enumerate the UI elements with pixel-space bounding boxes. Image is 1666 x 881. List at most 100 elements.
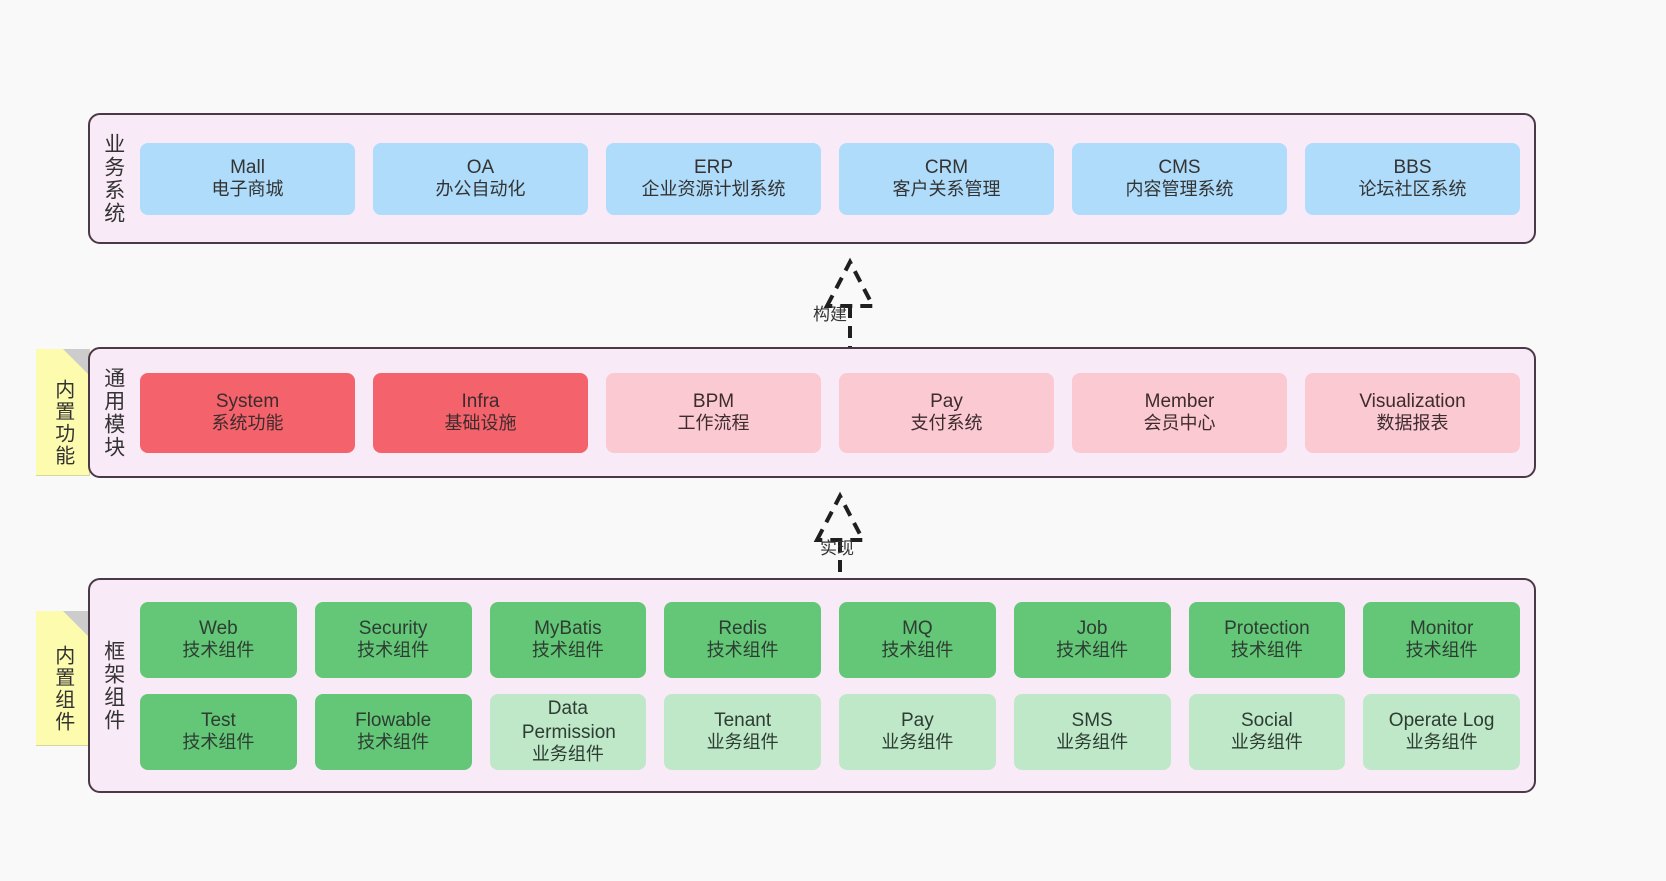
node-erp[interactable]: ERP 企业资源计划系统 bbox=[606, 142, 821, 215]
node-visualization[interactable]: Visualization 数据报表 bbox=[1305, 372, 1520, 453]
node-subtitle: 技术组件 bbox=[182, 640, 255, 661]
node-title: BPM bbox=[692, 390, 735, 412]
connector-build: 构建 bbox=[740, 244, 940, 354]
node-subtitle: 技术组件 bbox=[706, 640, 779, 661]
node-title: Mall bbox=[230, 156, 265, 178]
node-row: System 系统功能 Infra 基础设施 BPM 工作流程 Pay 支付系统… bbox=[140, 372, 1520, 453]
node-title: Security bbox=[358, 617, 428, 639]
node-pay-component[interactable]: Pay 业务组件 bbox=[839, 693, 996, 770]
note-fold-corner bbox=[63, 611, 89, 637]
node-subtitle: 业务组件 bbox=[1230, 732, 1303, 753]
node-subtitle: 技术组件 bbox=[357, 640, 430, 661]
node-mq[interactable]: MQ 技术组件 bbox=[839, 601, 996, 678]
node-social[interactable]: Social 业务组件 bbox=[1188, 693, 1346, 770]
node-monitor[interactable]: Monitor 技术组件 bbox=[1363, 601, 1520, 678]
node-subtitle: 业务组件 bbox=[1405, 732, 1478, 753]
node-title: Infra bbox=[461, 390, 500, 412]
node-subtitle: 论坛社区系统 bbox=[1358, 179, 1467, 200]
node-subtitle: 技术组件 bbox=[531, 640, 604, 661]
node-title: SMS bbox=[1071, 709, 1113, 731]
node-test[interactable]: Test 技术组件 bbox=[140, 693, 297, 770]
node-title: Visualization bbox=[1359, 390, 1466, 412]
node-subtitle: 技术组件 bbox=[357, 732, 430, 753]
node-row: Mall 电子商城 OA 办公自动化 ERP 企业资源计划系统 CRM 客户关系… bbox=[140, 142, 1520, 215]
layer-business-system: 业务系统 Mall 电子商城 OA 办公自动化 ERP 企业资源计划系统 CRM… bbox=[88, 113, 1536, 244]
note-text: 内置组件 bbox=[51, 645, 74, 733]
node-title: Tenant bbox=[714, 709, 772, 731]
layer-framework-component: 框架组件 Web 技术组件 Security 技术组件 MyBatis 技术组件… bbox=[88, 578, 1536, 793]
node-title: Flowable bbox=[355, 709, 432, 731]
node-oa[interactable]: OA 办公自动化 bbox=[373, 142, 588, 215]
note-fold-corner bbox=[63, 349, 89, 375]
node-title: Redis bbox=[718, 617, 767, 639]
node-title: Operate Log bbox=[1388, 709, 1495, 731]
node-subtitle: 客户关系管理 bbox=[892, 179, 1001, 200]
node-system[interactable]: System 系统功能 bbox=[140, 372, 355, 453]
node-operate-log[interactable]: Operate Log 业务组件 bbox=[1363, 693, 1520, 770]
node-job[interactable]: Job 技术组件 bbox=[1013, 601, 1171, 678]
node-title: Job bbox=[1076, 617, 1108, 639]
connector-implement: 实现 bbox=[755, 478, 955, 588]
connector-label-implement: 实现 bbox=[820, 539, 854, 558]
node-row: Web 技术组件 Security 技术组件 MyBatis 技术组件 Redi… bbox=[140, 601, 1520, 678]
node-title: Monitor bbox=[1409, 617, 1474, 639]
node-title: CRM bbox=[924, 156, 969, 178]
layer-label-common-module: 通用模块 bbox=[101, 366, 125, 459]
node-subtitle: 会员中心 bbox=[1143, 413, 1216, 434]
node-infra[interactable]: Infra 基础设施 bbox=[373, 372, 588, 453]
note-builtin-components: 内置组件 bbox=[36, 611, 90, 746]
node-title: ERP bbox=[693, 156, 734, 178]
node-subtitle: 技术组件 bbox=[1056, 640, 1129, 661]
node-subtitle: 企业资源计划系统 bbox=[641, 179, 786, 200]
node-crm[interactable]: CRM 客户关系管理 bbox=[839, 142, 1054, 215]
node-title: Web bbox=[199, 617, 238, 639]
node-subtitle: 技术组件 bbox=[182, 732, 255, 753]
node-title: Member bbox=[1144, 390, 1215, 412]
node-tenant[interactable]: Tenant 业务组件 bbox=[664, 693, 821, 770]
node-row: Test 技术组件 Flowable 技术组件 Data Permission … bbox=[140, 693, 1520, 770]
node-flowable[interactable]: Flowable 技术组件 bbox=[314, 693, 472, 770]
node-cms[interactable]: CMS 内容管理系统 bbox=[1072, 142, 1287, 215]
node-bpm[interactable]: BPM 工作流程 bbox=[606, 372, 821, 453]
node-title: Pay bbox=[930, 390, 963, 412]
node-title: BBS bbox=[1393, 156, 1432, 178]
node-subtitle: 办公自动化 bbox=[435, 179, 526, 200]
node-title: Test bbox=[200, 709, 236, 731]
node-subtitle: 数据报表 bbox=[1376, 413, 1449, 434]
layer-label-framework-component: 框架组件 bbox=[101, 639, 125, 732]
node-member[interactable]: Member 会员中心 bbox=[1072, 372, 1287, 453]
node-subtitle: 业务组件 bbox=[706, 732, 779, 753]
node-title: CMS bbox=[1158, 156, 1201, 178]
layer-label-business-system: 业务系统 bbox=[101, 132, 125, 225]
node-mybatis[interactable]: MyBatis 技术组件 bbox=[489, 601, 647, 678]
node-title: OA bbox=[466, 156, 495, 178]
node-subtitle: 技术组件 bbox=[1405, 640, 1478, 661]
layer-common-module: 通用模块 System 系统功能 Infra 基础设施 BPM 工作流程 Pay… bbox=[88, 347, 1536, 478]
node-title: Data Permission bbox=[521, 698, 616, 743]
node-subtitle: 基础设施 bbox=[444, 413, 517, 434]
node-sms[interactable]: SMS 业务组件 bbox=[1013, 693, 1171, 770]
node-pay[interactable]: Pay 支付系统 bbox=[839, 372, 1054, 453]
layer-body-business-system: Mall 电子商城 OA 办公自动化 ERP 企业资源计划系统 CRM 客户关系… bbox=[136, 115, 1534, 242]
node-subtitle: 业务组件 bbox=[531, 743, 604, 764]
node-title: MQ bbox=[902, 617, 933, 639]
node-security[interactable]: Security 技术组件 bbox=[314, 601, 472, 678]
connector-label-build: 构建 bbox=[813, 305, 847, 324]
node-redis[interactable]: Redis 技术组件 bbox=[664, 601, 821, 678]
node-title: MyBatis bbox=[534, 617, 602, 639]
node-subtitle: 内容管理系统 bbox=[1125, 179, 1234, 200]
node-mall[interactable]: Mall 电子商城 bbox=[140, 142, 355, 215]
node-subtitle: 电子商城 bbox=[211, 179, 284, 200]
node-data-permission[interactable]: Data Permission 业务组件 bbox=[489, 693, 647, 770]
node-title: System bbox=[215, 390, 280, 412]
node-title: Social bbox=[1241, 709, 1293, 731]
node-subtitle: 业务组件 bbox=[881, 732, 954, 753]
node-subtitle: 工作流程 bbox=[677, 413, 750, 434]
node-web[interactable]: Web 技术组件 bbox=[140, 601, 297, 678]
node-bbs[interactable]: BBS 论坛社区系统 bbox=[1305, 142, 1520, 215]
node-protection[interactable]: Protection 技术组件 bbox=[1188, 601, 1346, 678]
node-title: Protection bbox=[1224, 617, 1310, 639]
layer-body-framework-component: Web 技术组件 Security 技术组件 MyBatis 技术组件 Redi… bbox=[136, 580, 1534, 791]
node-subtitle: 系统功能 bbox=[211, 413, 284, 434]
